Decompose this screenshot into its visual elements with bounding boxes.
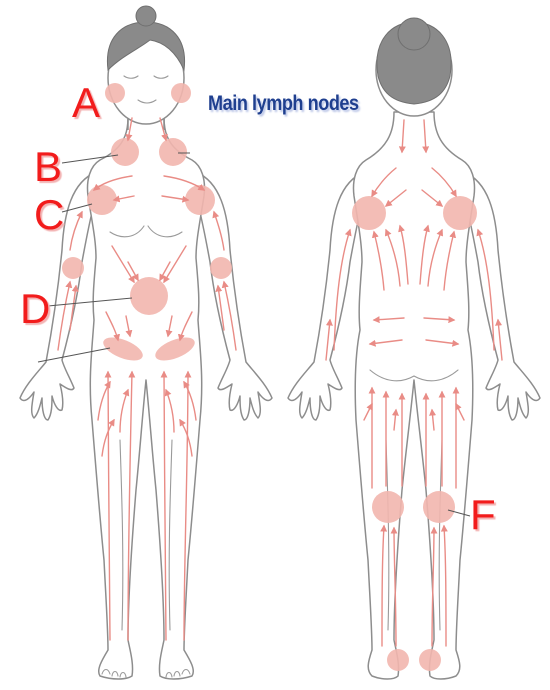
node-back-shoulder-right: [352, 196, 386, 230]
node-front-abdomen: [130, 277, 168, 315]
marker-c: C: [34, 194, 64, 236]
diagram-title: Main lymph nodes: [208, 92, 359, 116]
marker-f: F: [470, 494, 496, 536]
node-front-elbow-left: [210, 257, 232, 279]
node-front-neck-right: [111, 138, 139, 166]
marker-a: A: [72, 82, 100, 124]
node-front-axilla-right: [87, 185, 117, 215]
node-front-face-left: [171, 83, 191, 103]
node-front-neck-left: [159, 138, 187, 166]
node-back-knee-right: [372, 491, 404, 523]
node-back-ankle-right: [387, 649, 409, 671]
marker-d: D: [20, 288, 50, 330]
front-hair-bun: [136, 6, 156, 26]
node-back-shoulder-left: [443, 196, 477, 230]
node-front-axilla-left: [185, 185, 215, 215]
back-hair-bun: [398, 18, 430, 50]
node-back-ankle-left: [419, 649, 441, 671]
node-front-face-right: [105, 83, 125, 103]
node-front-elbow-right: [62, 257, 84, 279]
back-figure: [288, 18, 540, 679]
node-back-knee-left: [423, 491, 455, 523]
marker-b: B: [34, 146, 62, 188]
